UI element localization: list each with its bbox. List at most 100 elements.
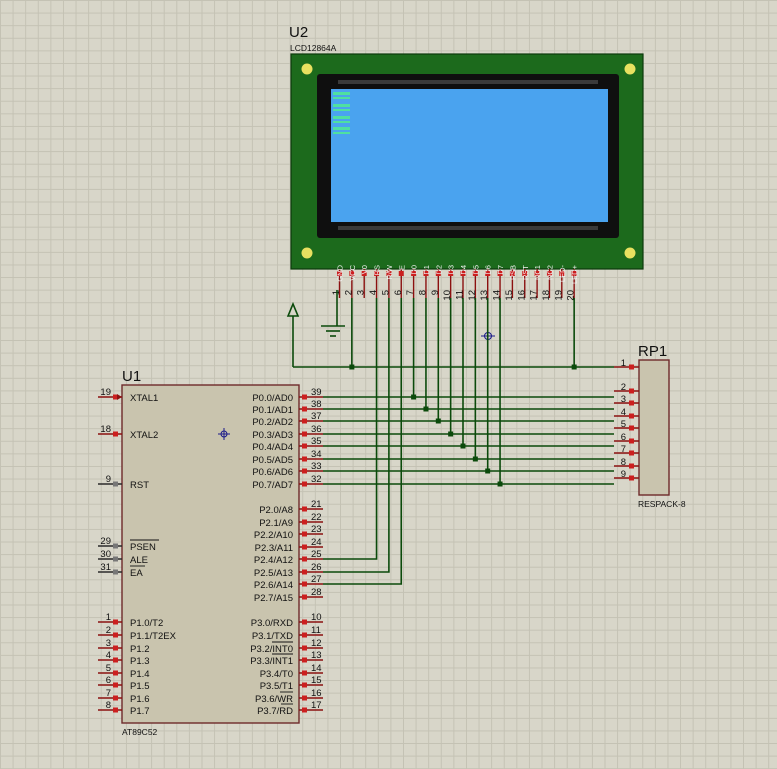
wire-group [293,298,614,585]
mcu-component[interactable]: U1 AT89C52 19XTAL118XTAL29RST29PSEN30ALE… [98,368,323,737]
lcd-pin-number: 14 [492,290,503,301]
mcu-pin-number: 36 [311,424,322,435]
respack-pin-6[interactable]: 6 [614,432,639,444]
lcd-pin-name: R/W [385,264,394,280]
lcd-pin-6[interactable]: E6 [393,265,407,298]
mcu-pin-number: 27 [311,574,322,585]
lcd-component[interactable]: U2 LCD12864A GND1VCC2V03RS4R/W5E6D07D18D… [289,24,644,301]
respack-pin-3[interactable]: 3 [614,394,639,406]
lcd-pin-name: RST [521,265,530,280]
lcd-pin-17[interactable]: NC1 17 [529,265,543,301]
lcd-ref-label: U2 [289,24,308,41]
mcu-pin-name: P0.0/AD0 [252,393,293,404]
mcu-pin-name: P2.4/A12 [254,555,293,566]
mcu-pin-number: 16 [311,688,322,699]
lcd-pin-9[interactable]: D29 [430,265,444,298]
respack-part-label: RESPACK-8 [638,499,686,509]
mcu-pin-number: 8 [106,700,111,711]
mcu-pin-number: 30 [100,549,111,560]
lcd-pin-16[interactable]: RST 16 [516,265,530,301]
mcu-body [121,384,300,724]
lcd-pin-8[interactable]: D18 [417,265,431,298]
respack-pin-4[interactable]: 4 [614,407,639,419]
mcu-pin-4[interactable]: 4P1.3 [98,650,150,667]
lcd-pin-number: 17 [529,290,540,301]
respack-pin-2[interactable]: 2 [614,382,639,394]
lcd-screen [331,89,608,222]
mcu-pin-number: 26 [311,562,322,573]
respack-pin-7[interactable]: 7 [614,444,639,456]
mcu-pin-3[interactable]: 3P1.2 [98,638,150,655]
mcu-pin-2[interactable]: 2P1.1/T2EX [98,625,177,642]
lcd-pin-7[interactable]: D07 [405,265,419,298]
lcd-pin-number: 15 [504,290,515,301]
mcu-pin-name: P3.0/RXD [251,618,293,629]
mcu-pin-number: 29 [100,536,111,547]
lcd-pin-name: NC1 [533,265,542,280]
mcu-pin-name: EA [130,568,143,579]
respack-pin-5[interactable]: 5 [614,419,639,431]
mcu-pin-number: 32 [311,474,322,485]
mcu-pin-6[interactable]: 6P1.5 [98,675,150,692]
lcd-pin-4[interactable]: RS4 [368,265,382,298]
respack-pin-1[interactable]: 1 [614,358,639,370]
mcu-pin-1[interactable]: 1P1.0/T2 [98,612,163,629]
rs-wire [323,298,378,560]
lcd-pin-19[interactable]: LED-19 [553,265,567,301]
respack-pin-9[interactable]: 9 [614,469,639,481]
mcu-pin-name: P2.7/A15 [254,593,293,604]
lcd-pin-number: 16 [516,290,527,301]
lcd-pin-15[interactable]: PSB 15 [504,265,518,301]
mcu-pin-7[interactable]: 7P1.6 [98,688,150,705]
mcu-pin-5[interactable]: 5P1.4 [98,663,150,680]
mcu-pin-name: P0.1/AD1 [252,405,293,416]
lcd-pin-name: PSB [508,265,517,280]
lcd-pin-5[interactable]: R/W5 [380,264,394,298]
mcu-pin-number: 24 [311,537,322,548]
lcd-pin-20[interactable]: LED+20 [566,264,580,300]
lcd-pin-3[interactable]: V03 [356,265,370,298]
respack-pin-8[interactable]: 8 [614,457,639,469]
mcu-pin-8[interactable]: 8P1.7 [98,700,150,717]
lcd-pin-name: E [397,265,406,270]
